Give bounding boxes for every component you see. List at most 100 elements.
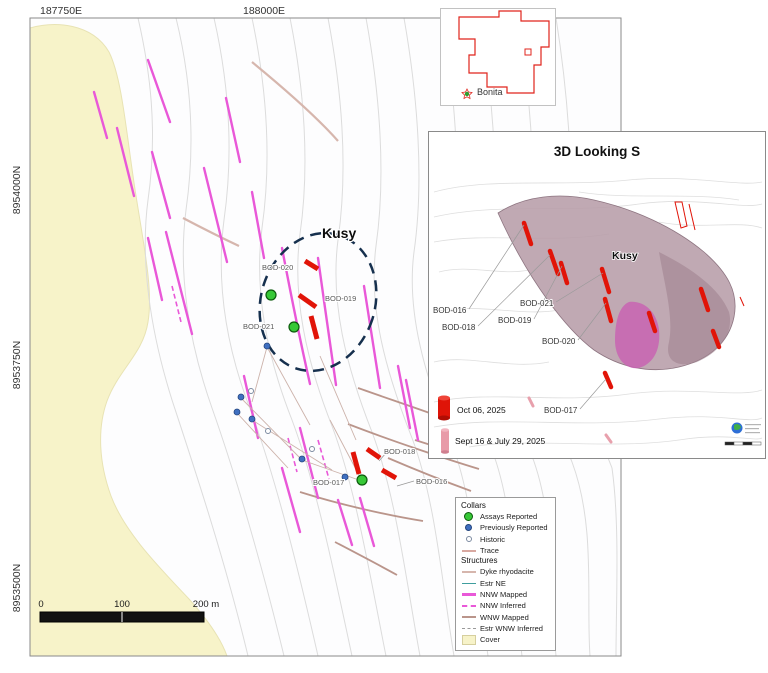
hole-label-3d-bod020: BOD-020: [542, 337, 576, 346]
oct-cylinder-bottom: [438, 415, 450, 421]
previously-reported-symbol: [461, 524, 476, 532]
historic-collars: [248, 388, 315, 452]
scale-bar: 0 100 200 m: [38, 599, 219, 623]
kusy-target-outline: [258, 231, 378, 373]
hole-label-3d-bod016: BOD-016: [433, 306, 467, 315]
label-leader-lines: [378, 452, 415, 487]
nnw-inferred-symbol: [461, 604, 476, 607]
oct-cylinder-top: [438, 395, 450, 401]
sept-cylinder-top: [441, 428, 449, 432]
estr-wnw-inferred-symbol: [461, 627, 476, 629]
mini-scale-bar-3d: [724, 441, 762, 446]
bonita-label: Bonita: [477, 87, 503, 97]
meta-line: [745, 428, 759, 430]
estr-ne-symbol: [461, 582, 476, 584]
inset-3d: 3D Looking S: [428, 131, 766, 459]
nnw-mapped-lines: [92, 58, 420, 548]
coordinate-labels: 187750E 188000E 8954000N 8953750N 895350…: [11, 5, 285, 612]
dyke-symbol: [461, 570, 476, 573]
northing-label-8953750: 8953750N: [11, 341, 23, 389]
legend-item-estr-wnw-inferred: Estr WNW Inferred: [461, 623, 550, 634]
legend-3d-sept-label: Sept 16 & July 29, 2025: [455, 436, 546, 446]
legend-label: Estr NE: [480, 578, 506, 588]
cover-symbol: [461, 634, 476, 645]
legend-item-cover: Cover: [461, 634, 550, 645]
sept-cylinder-icon: [441, 430, 449, 452]
scale-tick-200: 200 m: [193, 599, 219, 610]
historic-symbol: [461, 536, 476, 543]
scale-tick-0: 0: [38, 599, 43, 610]
hole-labels: BOD-020 BOD-019 BOD-021 BOD-018 BOD-017 …: [242, 262, 448, 488]
easting-label-187750: 187750E: [40, 5, 82, 17]
reported-drill-traces: [297, 258, 398, 481]
previously-reported-collars: [233, 342, 349, 481]
legend-3d-oct: Oct 06, 2025: [438, 395, 506, 421]
legend-item-nnw-inferred: NNW Inferred: [461, 600, 550, 611]
kusy-label: Kusy: [322, 225, 356, 241]
easting-label-188000: 188000E: [243, 5, 285, 17]
dyke-rhyodacite-lines: [182, 61, 339, 247]
assay-reported-collars: [265, 289, 368, 486]
hole-label-3d-bod017: BOD-017: [544, 406, 578, 415]
hole-label-bod019: BOD-019: [325, 294, 356, 303]
kusy-label-3d: Kusy: [612, 250, 638, 262]
map-legend: Collars Assays Reported Previously Repor…: [455, 497, 556, 651]
legend-item-dyke-rhyodacite: Dyke rhyodacite: [461, 566, 550, 577]
project-star-icon: [461, 88, 473, 100]
legend-label: Historic: [480, 534, 506, 544]
view-orientation-note: [731, 422, 761, 434]
legend-item-nnw-mapped: NNW Mapped: [461, 589, 550, 600]
legend-label: WNW Mapped: [480, 612, 529, 622]
hole-label-bod021: BOD-021: [243, 322, 274, 331]
project-marker-dot: [464, 91, 470, 97]
sept-cylinder-bottom: [441, 450, 449, 454]
cover-area: [30, 24, 228, 656]
meta-line: [745, 424, 761, 426]
legend-item-trace: Trace: [461, 545, 550, 556]
legend-label: Trace: [480, 546, 499, 556]
trace-symbol: [461, 549, 476, 552]
drill-traces-3d: [521, 220, 722, 390]
inset-3d-view: 3D Looking S: [432, 144, 763, 454]
northing-label-8954000: 8954000N: [11, 166, 23, 214]
nnw-inferred-lines: [171, 285, 330, 480]
hole-label-3d-bod021: BOD-021: [520, 299, 554, 308]
legend-label: NNW Inferred: [480, 601, 526, 611]
oct-cylinder-icon: [438, 398, 450, 418]
legend-label: Previously Reported: [480, 523, 548, 533]
legend-item-assays-reported: Assays Reported: [461, 511, 550, 522]
magenta-zone-3d: [615, 301, 660, 369]
hole-label-bod017: BOD-017: [313, 478, 344, 487]
legend-label: Cover: [480, 635, 501, 645]
legend-label: Dyke rhyodacite: [480, 567, 534, 577]
hole-label-3d-bod019: BOD-019: [498, 316, 532, 325]
legend-label: Assays Reported: [480, 512, 538, 522]
legend-label: NNW Mapped: [480, 589, 528, 599]
claim-boundary-outline: [458, 10, 550, 94]
hole-label-3d-bod018: BOD-018: [442, 323, 476, 332]
mineralized-body-shade: [659, 252, 731, 365]
drill-trace-outlines-3d: [674, 201, 745, 307]
wnw-mapped-symbol: [461, 616, 476, 619]
legend-item-estr-ne: Estr NE: [461, 577, 550, 588]
globe-land: [734, 423, 741, 431]
faded-traces-3d: [527, 396, 613, 444]
northing-label-8953500: 8953500N: [11, 564, 23, 612]
assays-reported-symbol: [461, 512, 476, 522]
location-inset: Bonita: [440, 8, 556, 106]
legend-collars-title: Collars: [461, 501, 486, 510]
scale-tick-100: 100: [114, 599, 130, 610]
hole-label-bod016: BOD-016: [416, 477, 447, 486]
hole-label-bod018: BOD-018: [384, 447, 415, 456]
legend-item-historic: Historic: [461, 534, 550, 545]
meta-line: [745, 432, 760, 434]
location-inset-map: Bonita: [458, 10, 550, 100]
hole-label-bod020: BOD-020: [262, 263, 293, 272]
legend-item-previously-reported: Previously Reported: [461, 522, 550, 533]
legend-label: Estr WNW Inferred: [480, 623, 543, 633]
legend-structures-title: Structures: [461, 556, 498, 566]
leader-lines-3d: [468, 224, 607, 410]
claim-inner-block: [524, 48, 532, 56]
legend-item-wnw-mapped: WNW Mapped: [461, 611, 550, 622]
